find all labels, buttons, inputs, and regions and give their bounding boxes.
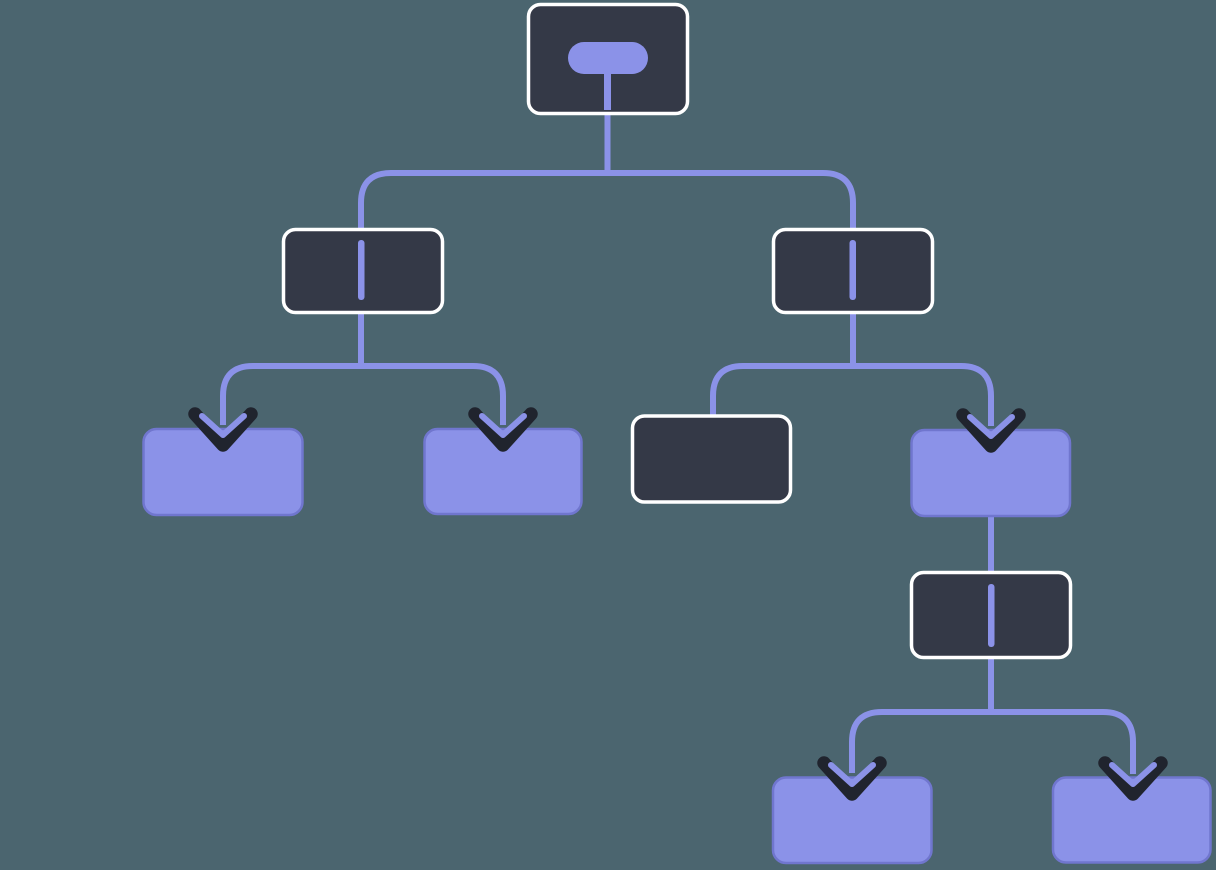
node-leaf-bottom-1[interactable]: [771, 776, 933, 865]
node-leaf-bottom-2[interactable]: [1051, 776, 1212, 864]
arrow-down-icon: [1109, 762, 1157, 787]
arrow-marker-leaf-left-1: [188, 407, 258, 452]
chevron-dark-icon: [956, 408, 1026, 453]
node-branch-right[interactable]: [771, 227, 935, 315]
node-layer: [142, 2, 1212, 865]
node-branch-left[interactable]: [281, 227, 445, 315]
arrow-down-icon: [967, 414, 1015, 439]
branch-left-line-glyph: [358, 240, 365, 300]
node-dark-leaf-right[interactable]: [630, 414, 793, 504]
arrow-marker-leaf-bottom-2: [1098, 756, 1168, 801]
passthrough-right-line-glyph: [988, 584, 995, 647]
arrow-marker-leaf-left-2: [468, 407, 538, 452]
node-purple-mid-right[interactable]: [910, 428, 1072, 518]
arrow-down-icon: [199, 413, 247, 438]
root-pill-glyph: [568, 42, 648, 74]
chevron-dark-icon: [817, 756, 887, 801]
arrow-marker-purple-mid-right: [956, 408, 1026, 453]
edge-bottom-split: [849, 709, 1136, 774]
edge-branch-right-split: [710, 363, 994, 426]
edge-root-split: [358, 170, 856, 232]
edge-branch-left-split: [220, 363, 506, 425]
node-leaf-left-1[interactable]: [142, 427, 304, 517]
root-pill-stem-glyph: [604, 68, 611, 110]
arrow-marker-leaf-bottom-1: [817, 756, 887, 801]
arrow-down-icon: [828, 762, 876, 787]
branch-right-line-glyph: [849, 240, 856, 300]
node-passthrough-right[interactable]: [909, 570, 1073, 660]
arrow-down-icon: [479, 413, 527, 438]
chevron-dark-icon: [1098, 756, 1168, 801]
chevron-dark-icon: [188, 407, 258, 452]
node-root[interactable]: [526, 2, 690, 116]
node-leaf-left-2[interactable]: [423, 427, 583, 516]
arrow-marker-layer: [188, 407, 1168, 801]
edge-layer: [220, 104, 1136, 774]
chevron-dark-icon: [468, 407, 538, 452]
